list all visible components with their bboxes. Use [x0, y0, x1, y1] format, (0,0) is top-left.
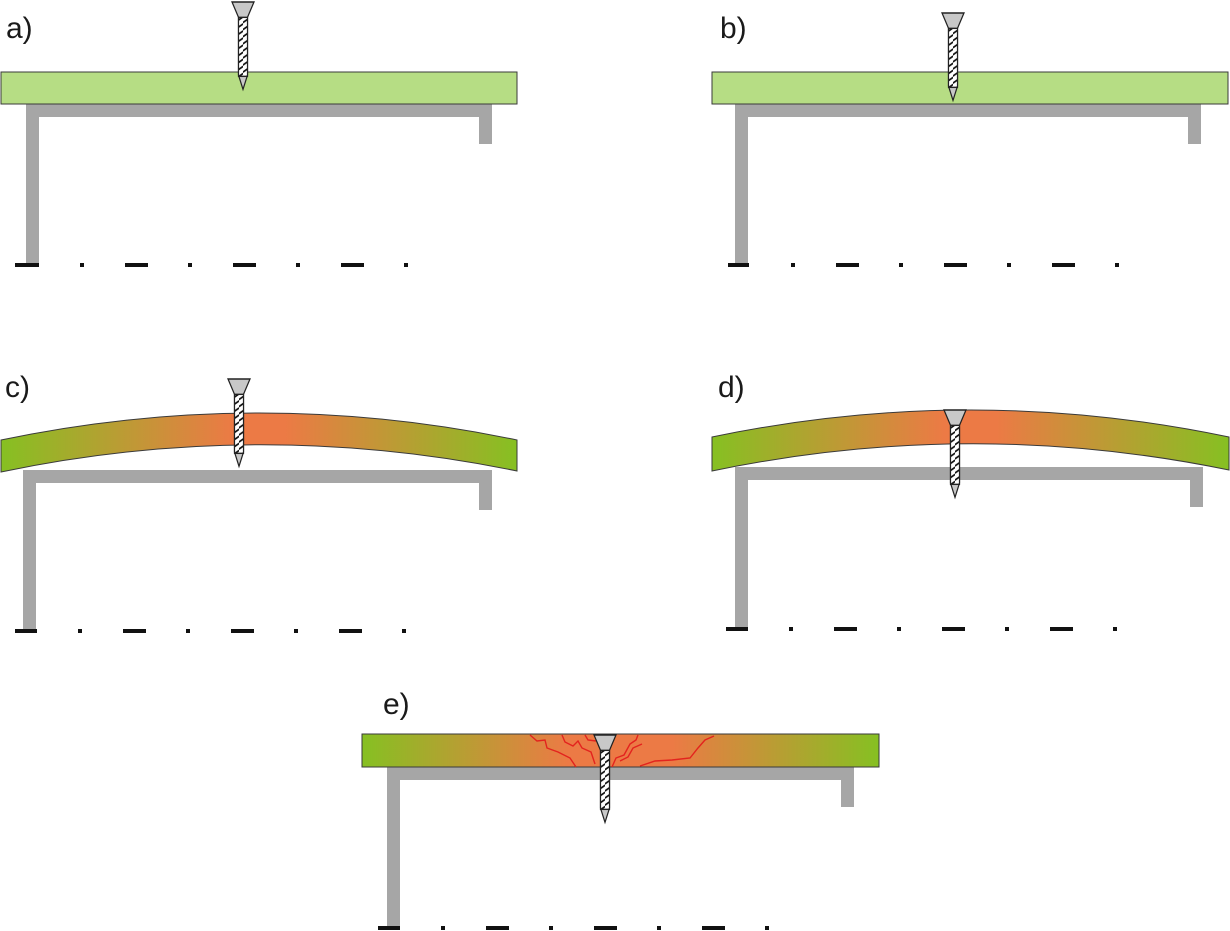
ground-line — [726, 627, 1117, 631]
deck-board — [0, 412, 518, 473]
deck-board — [0, 71, 518, 105]
ground-line — [728, 263, 1119, 267]
panel-e — [361, 733, 880, 930]
panel-c — [0, 378, 518, 633]
ground-line — [378, 926, 769, 930]
support-frame — [26, 104, 492, 266]
support-frame — [23, 470, 492, 632]
support-frame — [735, 467, 1203, 629]
panel-a — [0, 1, 518, 267]
panel-label-e: e) — [383, 688, 410, 721]
deck-board — [361, 733, 880, 768]
support-frame — [735, 104, 1201, 266]
panel-label-b: b) — [720, 12, 747, 45]
deck-board — [711, 71, 1229, 105]
panel-label-d: d) — [718, 371, 745, 404]
panel-label-c: c) — [5, 371, 30, 404]
cracks — [529, 734, 715, 768]
panel-d — [711, 409, 1230, 631]
support-frame — [387, 767, 854, 929]
ground-line — [15, 629, 406, 633]
panel-b — [711, 12, 1229, 267]
panel-label-a: a) — [6, 12, 33, 45]
deck-board — [711, 409, 1230, 472]
ground-line — [15, 263, 408, 267]
